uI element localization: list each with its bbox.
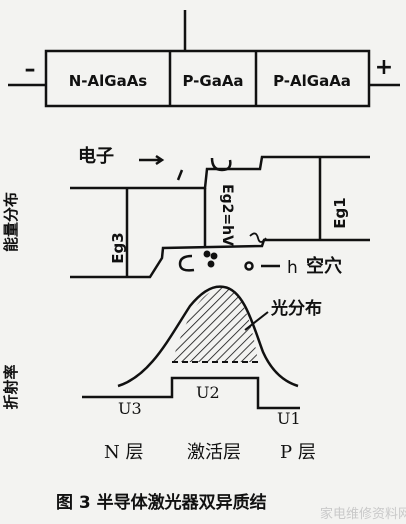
light-distribution-label: 光分布 (270, 298, 322, 319)
hole-circle (244, 261, 254, 271)
terminal-positive: + (375, 55, 393, 80)
layer-label-p-algaas: P-AlGaAa (273, 72, 351, 90)
light-distribution-hatch (172, 288, 258, 362)
photon-wave (249, 232, 267, 243)
hole-dot (210, 252, 218, 260)
u1-label: U1 (277, 409, 301, 428)
refractive-axis-label: 折射率 (2, 364, 20, 409)
hole-orbit (178, 254, 195, 272)
light-pointer (244, 311, 269, 331)
refractive-index-diagram (82, 285, 300, 410)
energy-band-diagram (70, 154, 370, 279)
electron-orbit (210, 157, 232, 172)
hole-dot (203, 250, 211, 258)
watermark: 家电维修资料网 (320, 506, 406, 522)
conduction-band (70, 155, 370, 190)
hole-dot (207, 260, 215, 268)
region-label-n: N 层 (104, 442, 143, 463)
hole-label: 空穴 (306, 255, 342, 277)
figure-caption: 图 3 半导体激光器双异质结 (56, 492, 267, 513)
layer-box (44, 49, 371, 108)
light-distribution-curve (117, 285, 299, 388)
hole-h-marker: h (287, 258, 298, 278)
u2-label: U2 (196, 383, 220, 402)
electron-label: 电子 (78, 145, 114, 167)
eg1-label: Eg1 (331, 197, 349, 228)
layer-label-p-gaas: P-GaAa (182, 72, 243, 90)
terminal-negative: – (25, 57, 36, 82)
region-label-p: P 层 (280, 442, 316, 463)
layer-label-n-algaas: N-AlGaAs (69, 72, 148, 90)
electron-arrow (139, 154, 165, 166)
energy-axis-label: 能量分布 (2, 192, 20, 252)
device-structure: – + N-AlGaAs P-GaAa P-AlGaAa (8, 10, 400, 108)
eg3-label: Eg3 (109, 232, 127, 263)
electron-tick (176, 169, 184, 181)
region-label-active: 激活层 (187, 442, 241, 463)
u3-label: U3 (118, 399, 142, 418)
eg2-label: Eg2=hV (219, 184, 235, 246)
refractive-index-profile (82, 376, 300, 410)
